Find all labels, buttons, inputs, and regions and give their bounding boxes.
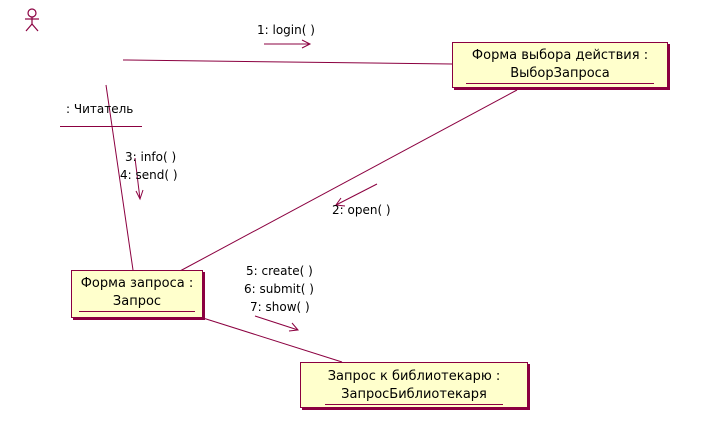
librarian-request-role: Запрос к библиотекарю :	[327, 369, 501, 384]
actor-label: : Читатель	[66, 102, 133, 116]
request-form-class: Запрос	[78, 293, 196, 312]
actor-underline	[60, 126, 142, 127]
select-form-class: ВыборЗапроса	[466, 65, 654, 84]
message-send: 4: send( )	[120, 168, 178, 182]
actor-name-text: : Читатель	[66, 102, 134, 116]
select-form-role: Форма выбора действия :	[471, 48, 649, 63]
message-info: 3: info( )	[125, 150, 177, 164]
link-select-form-request-form	[179, 89, 518, 272]
message-open: 2: open( )	[332, 203, 391, 217]
actor-icon	[25, 8, 39, 32]
request-form-object[interactable]: Форма запроса : Запрос	[71, 270, 203, 318]
request-form-role: Форма запроса :	[80, 276, 194, 291]
link-actor-request-form	[105, 84, 134, 271]
create-submit-show-arrow	[254, 315, 299, 332]
message-submit: 6: submit( )	[244, 282, 314, 296]
login-arrow	[264, 39, 312, 49]
link-request-form-librarian-request	[202, 317, 343, 363]
info-send-arrow	[134, 157, 144, 201]
open-arrow	[335, 183, 378, 207]
link-actor-select-form	[122, 59, 453, 65]
librarian-request-class: ЗапросБиблиотекаря	[325, 386, 503, 405]
message-create: 5: create( )	[246, 264, 313, 278]
librarian-request-object[interactable]: Запрос к библиотекарю : ЗапросБиблиотека…	[300, 362, 528, 408]
message-login: 1: login( )	[257, 23, 315, 37]
message-show: 7: show( )	[250, 300, 310, 314]
select-form-object[interactable]: Форма выбора действия : ВыборЗапроса	[452, 42, 668, 88]
